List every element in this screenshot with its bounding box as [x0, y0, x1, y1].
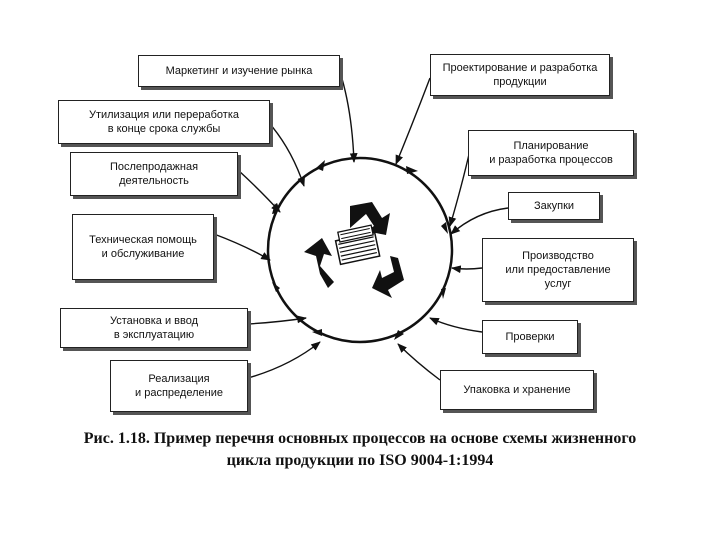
cycle-circle: [266, 156, 454, 344]
process-box-design: Проектирование и разработка продукции: [430, 54, 610, 96]
process-box-marketing: Маркетинг и изучение рынка: [138, 55, 340, 87]
caption-line-2: цикла продукции по ISO 9004-1:1994: [226, 452, 494, 469]
recycle-icon: [304, 202, 404, 298]
process-box-purchasing: Закупки: [508, 192, 600, 220]
figure-caption: Рис. 1.18. Пример перечня основных проце…: [0, 428, 720, 472]
process-box-inspection: Проверки: [482, 320, 578, 354]
process-box-after-sales: Послепродажная деятельность: [70, 152, 238, 196]
caption-line-1: Рис. 1.18. Пример перечня основных проце…: [83, 430, 637, 447]
process-box-production: Производство или предоставление услуг: [482, 238, 634, 302]
process-box-technical-support: Техническая помощь и обслуживание: [72, 214, 214, 280]
process-box-distribution: Реализация и распределение: [110, 360, 248, 412]
process-box-planning: Планирование и разработка процессов: [468, 130, 634, 176]
process-box-installation: Установка и ввод в эксплуатацию: [60, 308, 248, 348]
process-box-disposal: Утилизация или переработка в конце срока…: [58, 100, 270, 144]
process-box-packaging: Упаковка и хранение: [440, 370, 594, 410]
life-cycle-diagram: [213, 71, 509, 381]
